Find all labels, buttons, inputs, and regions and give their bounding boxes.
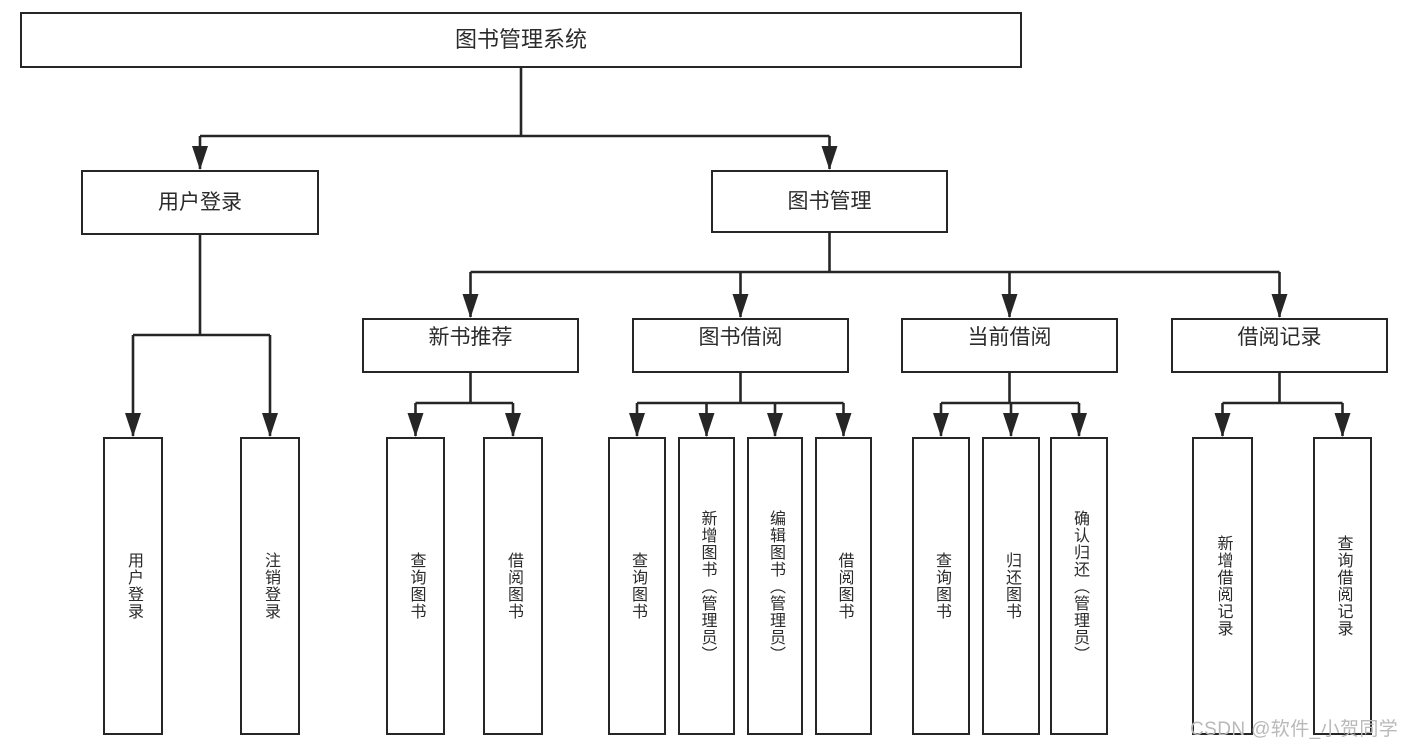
connector-arrowhead bbox=[407, 413, 424, 437]
csdn-watermark: CSDN @软件_小贺同学 bbox=[1190, 719, 1399, 740]
node-leaf-query-record[interactable]: 查询借阅记录 bbox=[1313, 437, 1372, 735]
node-current[interactable]: 当前借阅 bbox=[901, 318, 1118, 373]
connector-arrowhead bbox=[1271, 294, 1288, 318]
connector-arrowhead bbox=[732, 294, 749, 318]
node-label: 用户登录 bbox=[158, 190, 242, 214]
node-label: 图书借阅 bbox=[698, 326, 783, 349]
connector-arrowhead bbox=[192, 146, 208, 170]
connector-arrowhead bbox=[933, 413, 949, 437]
node-label: 用户登录 bbox=[124, 552, 142, 620]
node-leaf-borrow-book[interactable]: 借阅图书 bbox=[815, 437, 872, 735]
connector-arrowhead bbox=[1003, 413, 1019, 437]
connector-arrowhead bbox=[1334, 413, 1351, 437]
node-label: 新增图书（管理员） bbox=[698, 509, 716, 663]
node-label: 查询图书 bbox=[628, 552, 646, 620]
connector-arrowhead bbox=[1214, 413, 1231, 437]
connector-arrowhead bbox=[1001, 294, 1018, 318]
node-borrow[interactable]: 图书借阅 bbox=[632, 318, 849, 373]
node-label: 借阅图书 bbox=[504, 552, 522, 620]
node-leaf-query-book-current[interactable]: 查询图书 bbox=[912, 437, 970, 735]
node-login[interactable]: 用户登录 bbox=[81, 170, 319, 235]
connector-arrowhead bbox=[835, 413, 852, 437]
node-leaf-add-book[interactable]: 新增图书（管理员） bbox=[678, 437, 735, 735]
node-label: 图书管理 bbox=[787, 189, 872, 213]
node-leaf-confirm-return[interactable]: 确认归还（管理员） bbox=[1050, 437, 1108, 735]
connector-arrowhead bbox=[821, 146, 838, 170]
node-leaf-user-login[interactable]: 用户登录 bbox=[103, 437, 163, 735]
node-label: 新增借阅记录 bbox=[1214, 535, 1232, 637]
connector-arrowhead bbox=[505, 413, 521, 437]
node-label: 图书管理系统 bbox=[454, 26, 587, 52]
node-leaf-logout[interactable]: 注销登录 bbox=[240, 437, 300, 735]
node-leaf-edit-book[interactable]: 编辑图书（管理员） bbox=[747, 437, 803, 735]
connector-arrowhead bbox=[462, 294, 479, 318]
connector-arrowhead bbox=[125, 413, 141, 437]
node-label: 新书推荐 bbox=[428, 326, 513, 349]
node-label: 归还图书 bbox=[1002, 552, 1020, 620]
node-leaf-borrow-book-new[interactable]: 借阅图书 bbox=[483, 437, 543, 735]
connector-group bbox=[125, 68, 1351, 437]
node-leaf-query-book-borrow[interactable]: 查询图书 bbox=[608, 437, 666, 735]
node-records[interactable]: 借阅记录 bbox=[1171, 318, 1388, 373]
node-label: 当前借阅 bbox=[967, 326, 1052, 349]
node-label: 查询图书 bbox=[407, 552, 425, 620]
node-leaf-query-book-new[interactable]: 查询图书 bbox=[386, 437, 445, 735]
connector-arrowhead bbox=[767, 413, 783, 437]
node-leaf-add-record[interactable]: 新增借阅记录 bbox=[1192, 437, 1253, 735]
node-newbook[interactable]: 新书推荐 bbox=[362, 318, 579, 373]
connector-arrowhead bbox=[698, 413, 715, 437]
node-label: 查询借阅记录 bbox=[1334, 535, 1352, 637]
node-label: 编辑图书（管理员） bbox=[766, 509, 784, 663]
node-label: 借阅记录 bbox=[1237, 326, 1322, 349]
connector-arrowhead bbox=[262, 413, 278, 437]
node-leaf-return-book[interactable]: 归还图书 bbox=[982, 437, 1040, 735]
node-root[interactable]: 图书管理系统 bbox=[20, 12, 1022, 68]
node-label: 确认归还（管理员） bbox=[1070, 509, 1088, 663]
connector-arrowhead bbox=[629, 413, 645, 437]
node-label: 注销登录 bbox=[261, 552, 279, 620]
node-label: 借阅图书 bbox=[835, 552, 853, 620]
connector-arrowhead bbox=[1071, 413, 1087, 437]
node-bookmgmt[interactable]: 图书管理 bbox=[711, 170, 948, 233]
node-label: 查询图书 bbox=[932, 552, 950, 620]
